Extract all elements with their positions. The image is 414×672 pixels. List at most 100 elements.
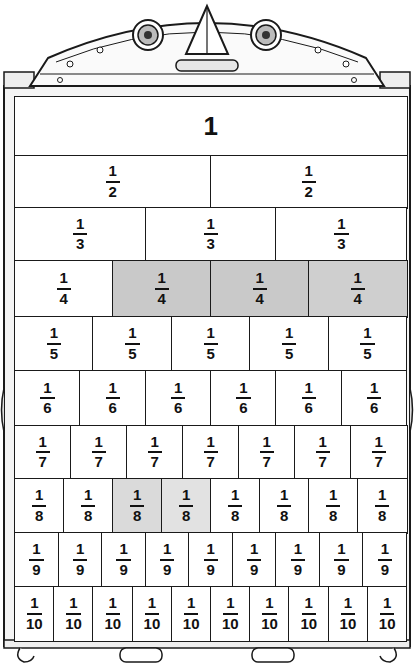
- numerator: 1: [57, 270, 71, 290]
- whole-number: 1: [204, 112, 218, 141]
- fraction-bar: 17: [14, 425, 72, 480]
- fraction-bar: 110: [53, 586, 94, 642]
- numerator: 1: [372, 434, 386, 454]
- side-knob: [410, 388, 413, 432]
- fraction-label: 18: [228, 487, 242, 524]
- denominator: 8: [231, 507, 239, 525]
- numerator: 1: [378, 541, 392, 561]
- fraction-bar: 17: [126, 425, 184, 480]
- fraction-bar: 16: [14, 370, 81, 427]
- fraction-bar: 14: [308, 260, 408, 318]
- denominator: 9: [76, 561, 84, 579]
- feet: [18, 648, 397, 662]
- numerator: 1: [92, 434, 106, 454]
- numerator: 1: [29, 541, 43, 561]
- denominator: 7: [95, 453, 103, 471]
- numerator: 1: [260, 434, 274, 454]
- fraction-bar: 12: [210, 155, 408, 209]
- fraction-bar: 16: [210, 370, 277, 427]
- fraction-bar: 18: [357, 478, 408, 534]
- fraction-label: 15: [282, 325, 296, 362]
- triangle-emblem: [186, 6, 228, 54]
- fraction-label: 110: [104, 595, 121, 632]
- numerator: 1: [116, 541, 130, 561]
- numerator: 1: [247, 541, 261, 561]
- fraction-bar: 14: [112, 260, 212, 318]
- numerator: 1: [204, 216, 218, 236]
- fraction-bar: 16: [275, 370, 342, 427]
- fraction-label: 15: [47, 325, 61, 362]
- fraction-label: 18: [130, 487, 144, 524]
- numerator: 1: [106, 380, 120, 400]
- numerator: 1: [81, 487, 95, 507]
- numerator: 1: [341, 595, 355, 615]
- numerator: 1: [155, 270, 169, 290]
- denominator: 8: [329, 507, 337, 525]
- numerator: 1: [204, 325, 218, 345]
- fraction-label: 15: [204, 325, 218, 362]
- denominator: 6: [370, 399, 378, 417]
- fraction-bar: 13: [14, 207, 146, 262]
- numerator: 1: [27, 595, 41, 615]
- denominator: 9: [163, 561, 171, 579]
- fraction-label: 19: [160, 541, 174, 578]
- fraction-label: 110: [26, 595, 43, 632]
- denominator: 5: [207, 345, 215, 363]
- fraction-bar: 15: [14, 316, 94, 372]
- fraction-label: 15: [125, 325, 139, 362]
- fraction-bar: 18: [161, 478, 212, 534]
- fraction-bar: 14: [14, 260, 114, 318]
- numerator: 1: [236, 380, 250, 400]
- fraction-label: 14: [57, 270, 71, 307]
- numerator: 1: [375, 487, 389, 507]
- denominator: 2: [109, 183, 117, 201]
- numerator: 1: [228, 487, 242, 507]
- numerator: 1: [130, 487, 144, 507]
- fraction-label: 13: [334, 216, 348, 253]
- denominator: 10: [26, 615, 43, 633]
- denominator: 10: [379, 615, 396, 633]
- fraction-bar: 19: [101, 532, 146, 588]
- numerator: 1: [291, 541, 305, 561]
- fraction-bar: 18: [14, 478, 65, 534]
- numerator: 1: [106, 595, 120, 615]
- fraction-bar: 110: [367, 586, 408, 642]
- denominator: 6: [43, 399, 51, 417]
- fraction-label: 19: [247, 541, 261, 578]
- fraction-bar: 110: [249, 586, 290, 642]
- fraction-label: 12: [302, 163, 316, 200]
- denominator: 7: [319, 453, 327, 471]
- fraction-bar: 19: [319, 532, 364, 588]
- fraction-bar: 17: [70, 425, 128, 480]
- fraction-bar: 15: [171, 316, 251, 372]
- numerator: 1: [40, 380, 54, 400]
- numerator: 1: [302, 163, 316, 183]
- fraction-label: 110: [340, 595, 357, 632]
- numerator: 1: [351, 270, 365, 290]
- numerator: 1: [302, 380, 316, 400]
- numerator: 1: [47, 325, 61, 345]
- fraction-label: 17: [148, 434, 162, 471]
- fraction-label: 19: [334, 541, 348, 578]
- denominator: 2: [305, 183, 313, 201]
- fraction-bar: 110: [14, 586, 55, 642]
- fraction-label: 16: [302, 380, 316, 417]
- denominator: 5: [128, 345, 136, 363]
- fraction-label: 16: [106, 380, 120, 417]
- fraction-label: 110: [65, 595, 82, 632]
- denominator: 10: [144, 615, 161, 633]
- fraction-label: 14: [155, 270, 169, 307]
- fraction-bar: 1: [14, 96, 408, 157]
- fraction-bar: 17: [238, 425, 296, 480]
- denominator: 8: [182, 507, 190, 525]
- side-knob: [2, 388, 5, 432]
- fraction-bar: 110: [288, 586, 329, 642]
- numerator: 1: [367, 380, 381, 400]
- fraction-bar: 15: [249, 316, 329, 372]
- fraction-label: 17: [36, 434, 50, 471]
- fraction-label: 110: [300, 595, 317, 632]
- numerator: 1: [184, 595, 198, 615]
- denominator: 6: [305, 399, 313, 417]
- fraction-bar: 13: [275, 207, 407, 262]
- fraction-label: 19: [378, 541, 392, 578]
